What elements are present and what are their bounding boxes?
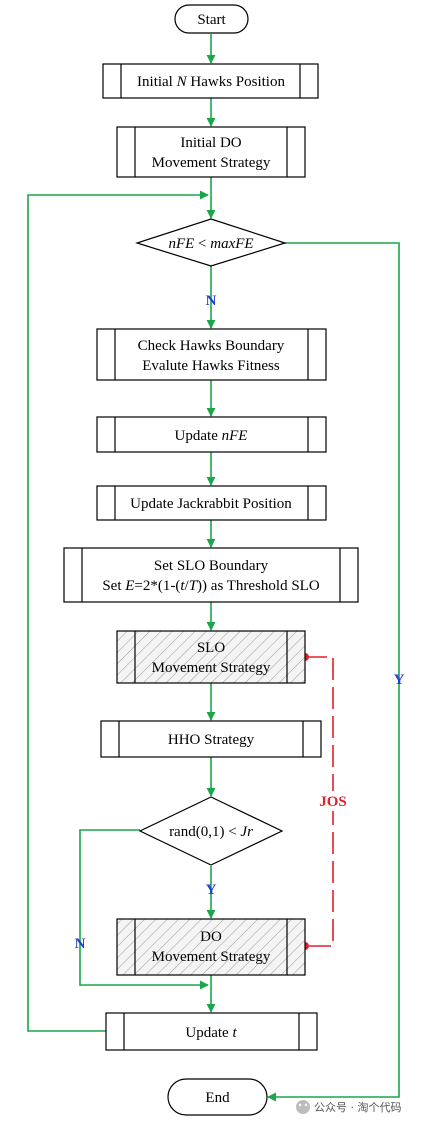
check-line2: Evalute Hawks Fitness (142, 358, 280, 374)
init-hawks-label: Initial N Hawks Position (137, 74, 285, 90)
do-strategy-line2: Movement Strategy (152, 949, 271, 965)
branch-label-n-decision: N (206, 293, 217, 309)
hho-label: HHO Strategy (168, 732, 255, 748)
slo-boundary-process: Set SLO Boundary Set E=2*(1-(t/T)) as Th… (63, 547, 359, 603)
check-hawks-process: Check Hawks Boundary Evalute Hawks Fitne… (96, 328, 327, 381)
init-do-line1: Initial DO (180, 135, 241, 151)
start-label: Start (197, 12, 226, 28)
decision-rand-label: rand(0,1) < Jr (169, 824, 253, 840)
update-t-process: Update t (105, 1012, 318, 1051)
init-do-line2: Movement Strategy (152, 155, 271, 171)
do-strategy-process: DO Movement Strategy (116, 918, 306, 976)
watermark-text: 公众号 · 淘个代码 (314, 1101, 402, 1114)
jos-dashed-line (305, 656, 334, 947)
watermark: 公众号 · 淘个代码 (296, 1100, 402, 1114)
arrow-loop-back (27, 190, 209, 1032)
slo-boundary-line2: Set E=2*(1-(t/T)) as Threshold SLO (102, 578, 320, 594)
arrow-decision-y-to-end (267, 242, 400, 1102)
do-strategy-line1: DO (200, 929, 222, 945)
decision-nfe-label: nFE < maxFE (168, 236, 253, 252)
check-line1: Check Hawks Boundary (138, 338, 285, 354)
decision-rand: rand(0,1) < Jr (138, 796, 284, 866)
init-do-process: Initial DO Movement Strategy (116, 126, 306, 178)
slo-strategy-process: SLO Movement Strategy (116, 630, 306, 684)
slo-strategy-line1: SLO (197, 640, 226, 656)
flow-lines (27, 34, 400, 1102)
update-nfe-label: Update nFE (175, 428, 248, 444)
hho-process: HHO Strategy (100, 720, 322, 758)
update-jackrabbit-label: Update Jackrabbit Position (130, 496, 292, 512)
branch-label-n-rand: N (75, 936, 86, 952)
jos-label: JOS (319, 794, 347, 810)
decision-nfe: nFE < maxFE (135, 218, 287, 267)
start-terminal: Start (174, 4, 249, 34)
init-hawks-process: Initial N Hawks Position (102, 63, 319, 99)
end-terminal: End (167, 1078, 268, 1116)
end-label: End (205, 1090, 230, 1106)
update-t-label: Update t (185, 1025, 237, 1041)
branch-label-y-end: Y (394, 672, 405, 688)
arrow-rand-n-bypass (79, 829, 209, 990)
update-nfe-process: Update nFE (96, 416, 327, 453)
branch-label-y-rand: Y (206, 882, 217, 898)
slo-boundary-line1: Set SLO Boundary (154, 558, 269, 574)
slo-strategy-line2: Movement Strategy (152, 660, 271, 676)
update-jackrabbit-process: Update Jackrabbit Position (96, 485, 327, 521)
wechat-icon (296, 1100, 310, 1114)
